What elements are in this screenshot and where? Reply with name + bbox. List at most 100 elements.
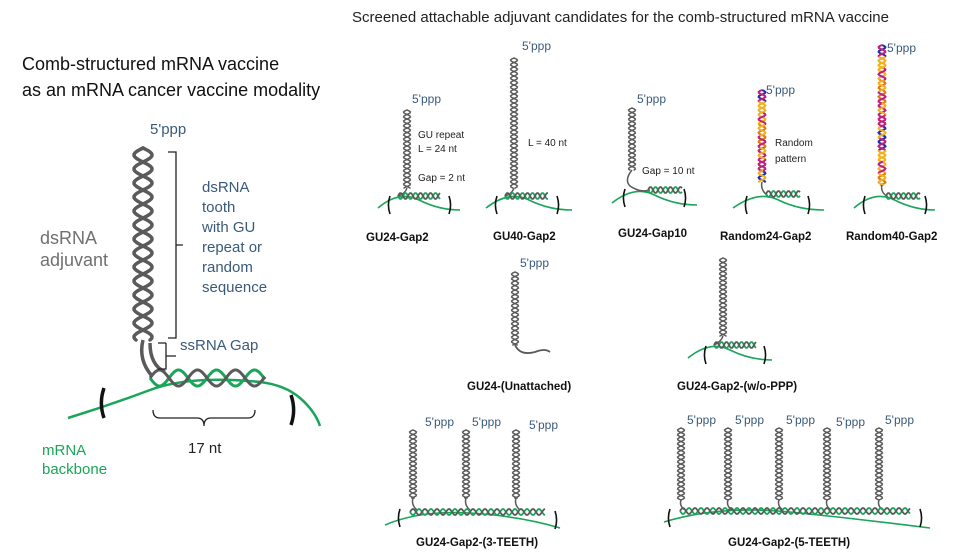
tooth-line: random [202,259,253,276]
main-open-paren [99,387,106,419]
random24-helix [757,135,767,149]
main-close-paren [289,394,296,426]
gu40gap2-hybrid [504,192,548,200]
random24-helix [757,89,767,103]
backbone-label-line1: mRNA [42,442,86,459]
woppp-helix [718,257,728,337]
left-cap-label: 5'ppp [150,121,186,138]
gu24gap2-hybrid [397,192,441,200]
cap-5teeth-1: 5'ppp [687,413,716,427]
three-teeth-paren-close [554,510,558,530]
three-teeth-helix-2 [461,429,471,499]
name-gu24-gap2: GU24-Gap2 [366,232,429,244]
cap-gu40-gap2: 5'ppp [522,39,551,53]
random40-helix [877,79,887,93]
note-length-24: L = 24 nt [418,144,457,155]
five-teeth-helix-3 [774,427,784,501]
note-gu-repeat: GU repeat [418,130,464,141]
woppp-backbone [687,345,773,361]
tooth-description: dsRNA tooth with GU repeat or random seq… [201,179,267,296]
backbone-label-line2: backbone [42,461,107,478]
gap-bracket [158,342,176,370]
random40-helix [877,102,887,116]
random24-helix [757,100,767,115]
woppp-hybrid [713,341,757,349]
random24-helix [757,112,767,126]
three-teeth-helix-3 [511,429,521,499]
random24-helix [757,112,767,126]
gu24gap2-helix [402,109,412,189]
three-teeth-hybrid [409,508,546,516]
adjuvant-label-line2: adjuvant [40,250,108,270]
span-17nt-label: 17 nt [188,440,222,457]
random40-helix [877,160,887,174]
five-teeth-helix-2 [723,427,733,501]
three-teeth-helix-1 [408,429,418,499]
random40-helix [877,125,887,140]
main-dsrna-tooth [132,146,154,342]
woppp-helix [718,257,728,337]
random24-helix [757,169,767,183]
three-teeth-gap-2 [464,497,471,511]
five-teeth-helix-5 [874,427,884,501]
gu24gap2-paren-close [448,195,452,215]
random40-helix [877,114,887,128]
random24-paren-open [744,195,748,215]
cap-3teeth-1: 5'ppp [425,415,454,429]
cap-3teeth-3: 5'ppp [529,418,558,432]
main-hybrid-gray [148,368,267,388]
five-teeth-helix-1 [676,427,686,501]
gu24gap2-backbone [377,195,461,211]
cap-gu24-gap10: 5'ppp [637,92,666,106]
name-gu24-unattached: GU24-(Unattached) [467,381,571,393]
main-mrna-backbone [67,378,322,427]
tooth-line: repeat or [202,239,262,256]
gu40gap2-paren-open [494,195,498,215]
woppp-paren-open [703,345,707,365]
gu40gap2-helix [509,57,519,189]
note-random: Random [775,138,813,149]
three-teeth-helix-3 [511,429,521,499]
three-teeth-gap-3 [514,497,521,511]
cap-gu24-gap2: 5'ppp [412,92,441,106]
random24-helix [757,89,767,103]
gu24gap2-helix [402,109,412,189]
drawing-layer [67,44,936,530]
gu24gap10-paren-close [683,188,687,208]
random40-helix [877,44,887,58]
name-gu24-gap10: GU24-Gap10 [618,228,687,240]
ssrna-gap-label: ssRNA Gap [180,337,258,354]
cap-5teeth-5: 5'ppp [885,413,914,427]
name-random40-gap2: Random40-Gap2 [846,231,937,243]
five-teeth-paren-open [667,508,671,528]
gu40gap2-paren-close [556,195,560,215]
left-title-line1: Comb-structured mRNA vaccine [22,54,279,74]
three-teeth-hybrid [409,508,546,516]
name-random24-gap2: Random24-Gap2 [720,231,811,243]
left-title-line2: as an mRNA cancer vaccine modality [22,80,320,100]
random40-helix [877,149,887,163]
note-length-40: L = 40 nt [528,138,567,149]
cap-5teeth-2: 5'ppp [735,413,764,427]
name-gu24-gap2-5teeth: GU24-Gap2-(5-TEETH) [728,537,850,549]
tooth-line: tooth [202,199,235,216]
random40-helix [877,149,887,163]
name-gu24-gap2-woppp: GU24-Gap2-(w/o-PPP) [677,381,797,393]
random24-helix [757,158,767,172]
five-teeth-helix-4 [822,427,832,501]
random24-hybrid [765,190,801,198]
cap-random24-gap2: 5'ppp [766,83,795,97]
cap-5teeth-3: 5'ppp [786,413,815,427]
unattached-tail [514,344,551,354]
random40-hybrid [885,192,921,200]
note-gap-2: Gap = 2 nt [418,173,465,184]
random40-helix [877,125,887,140]
random24-helix [757,123,767,138]
random40-helix [877,102,887,116]
cap-5teeth-4: 5'ppp [836,415,865,429]
name-gu24-gap2-3teeth: GU24-Gap2-(3-TEETH) [416,537,538,549]
random24-helix [757,146,767,161]
unattached-helix [510,271,520,346]
tooth-line: with GU [201,219,255,236]
random40-helix [877,67,887,82]
